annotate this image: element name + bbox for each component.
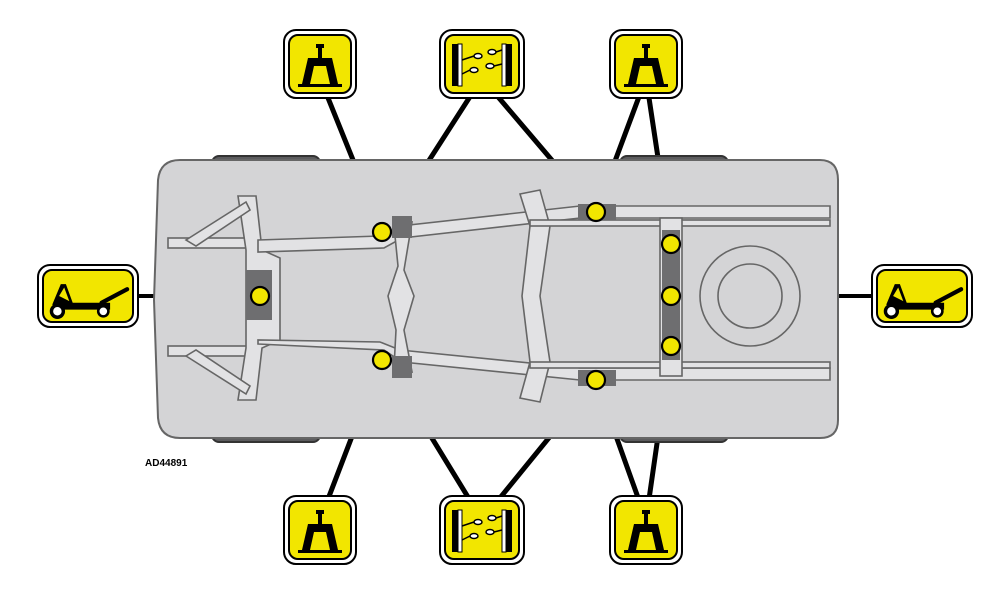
lift-point-mid-right bbox=[585, 369, 607, 391]
lift-point-markers bbox=[249, 201, 682, 391]
callout-jack-stand-front-right bbox=[283, 495, 357, 565]
lift-point-front-center bbox=[249, 285, 271, 307]
figure-id-label: AD44891 bbox=[145, 458, 188, 469]
callout-vehicle-lift-top bbox=[439, 29, 525, 99]
lift-point-rear-left bbox=[660, 233, 682, 255]
lift-point-front-right bbox=[371, 349, 393, 371]
lift-point-rear-center bbox=[660, 285, 682, 307]
callout-jack-stand-front-left bbox=[283, 29, 357, 99]
callout-jack-stand-rear-right bbox=[609, 495, 683, 565]
spare-tire bbox=[699, 245, 801, 347]
callout-vehicle-lift-bottom bbox=[439, 495, 525, 565]
callout-jack-stand-rear-left bbox=[609, 29, 683, 99]
callout-floor-jack-rear bbox=[871, 264, 973, 328]
lift-point-rear-right bbox=[660, 335, 682, 357]
lift-point-mid-left bbox=[585, 201, 607, 223]
vehicle-underbody bbox=[152, 155, 839, 443]
lift-point-front-left bbox=[371, 221, 393, 243]
callout-floor-jack-front bbox=[37, 264, 139, 328]
